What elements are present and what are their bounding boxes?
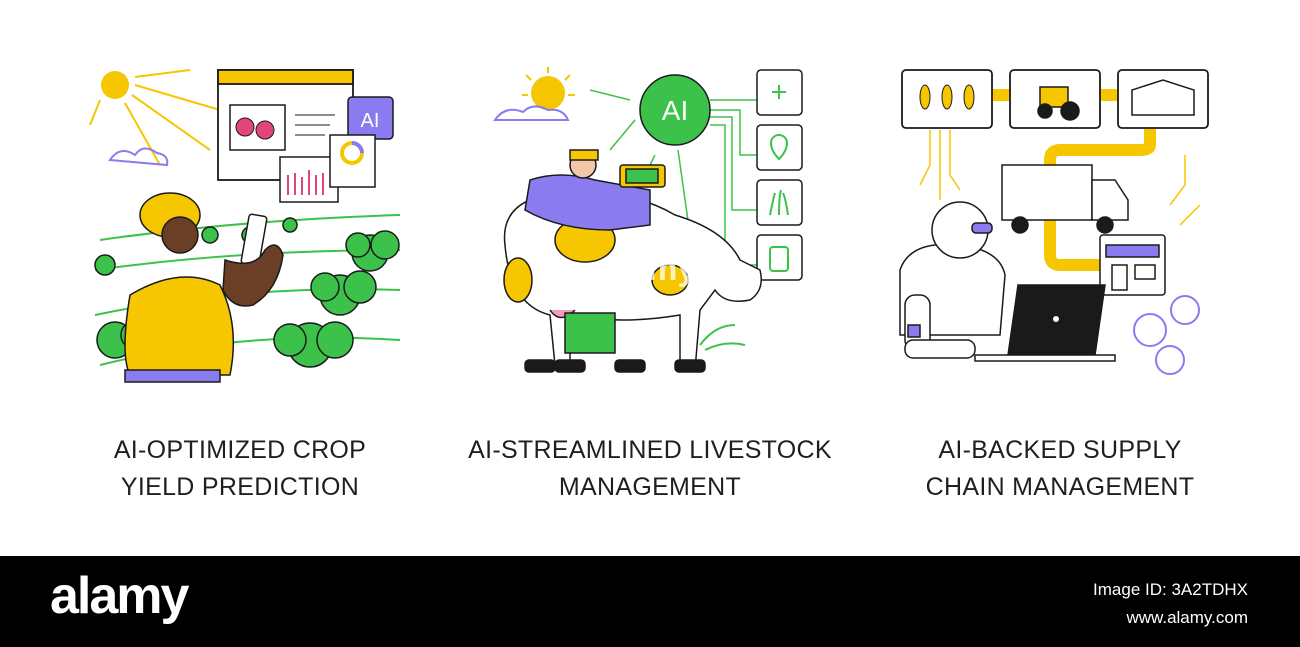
panel-supply-chain: AI-BACKED SUPPLY CHAIN MANAGEMENT (860, 0, 1260, 556)
caption-line-1: AI-BACKED SUPPLY (938, 436, 1182, 464)
ai-badge: AI (347, 96, 394, 140)
grass-tuft (699, 324, 746, 351)
user-avatars (1133, 295, 1200, 375)
robot-figure (899, 201, 1006, 359)
user-avatar-icon (1133, 313, 1167, 347)
supply-chain-flow (986, 89, 1156, 271)
panel-caption: AI-STREAMLINED LIVESTOCK MANAGEMENT (450, 432, 850, 506)
laptop-icon (974, 284, 1116, 362)
circuit-lines (919, 130, 1201, 226)
donut-chart-card (329, 134, 376, 188)
stock-footer-bar: alamy Image ID: 3A2TDHX www.alamy.com (0, 556, 1300, 647)
farmer-figure (124, 192, 284, 383)
caption-line-1: AI-STREAMLINED LIVESTOCK (468, 436, 832, 464)
ai-badge-label: AI (361, 110, 380, 132)
livestock-illustration: AI (493, 67, 803, 373)
cloud-icon (493, 105, 570, 121)
user-avatar-icon (1155, 345, 1185, 375)
farmer-figure (524, 149, 666, 231)
bar-chart-card (279, 156, 339, 203)
image-id: Image ID: 3A2TDHX (1093, 580, 1248, 599)
location-pin-icon (756, 124, 803, 171)
sun-icon (89, 69, 221, 166)
panel-crop-yield: AI AI-OPTIMIZED CROP YIELD PREDICTION (40, 0, 440, 556)
user-avatar-icon (1170, 295, 1200, 325)
cloud-icon (108, 147, 169, 167)
store-icon (1099, 234, 1166, 296)
ai-chip: AI (639, 74, 711, 146)
caption-line-2: MANAGEMENT (558, 473, 742, 501)
caption-line-2: YIELD PREDICTION (120, 473, 360, 501)
ai-chip-label: AI (662, 95, 688, 126)
caption-line-2: CHAIN MANAGEMENT (925, 473, 1195, 501)
panel-livestock: AI (450, 0, 850, 556)
supply-chain-illustration (899, 69, 1209, 375)
sun-icon (522, 67, 575, 110)
panel-caption: AI-BACKED SUPPLY CHAIN MANAGEMENT (860, 432, 1260, 506)
watermark-overlay: alamy (600, 250, 697, 288)
site-link[interactable]: www.alamy.com (1126, 608, 1248, 627)
caption-line-1: AI-OPTIMIZED CROP (113, 436, 367, 464)
milk-jar-icon (756, 234, 803, 281)
panel-caption: AI-OPTIMIZED CROP YIELD PREDICTION (40, 432, 440, 506)
crop-yield-illustration: AI (89, 69, 401, 383)
brand-logo[interactable]: alamy (50, 567, 189, 625)
truck-icon (1001, 164, 1129, 234)
broccoli-plants (94, 217, 400, 368)
status-icon-cards (756, 69, 803, 281)
